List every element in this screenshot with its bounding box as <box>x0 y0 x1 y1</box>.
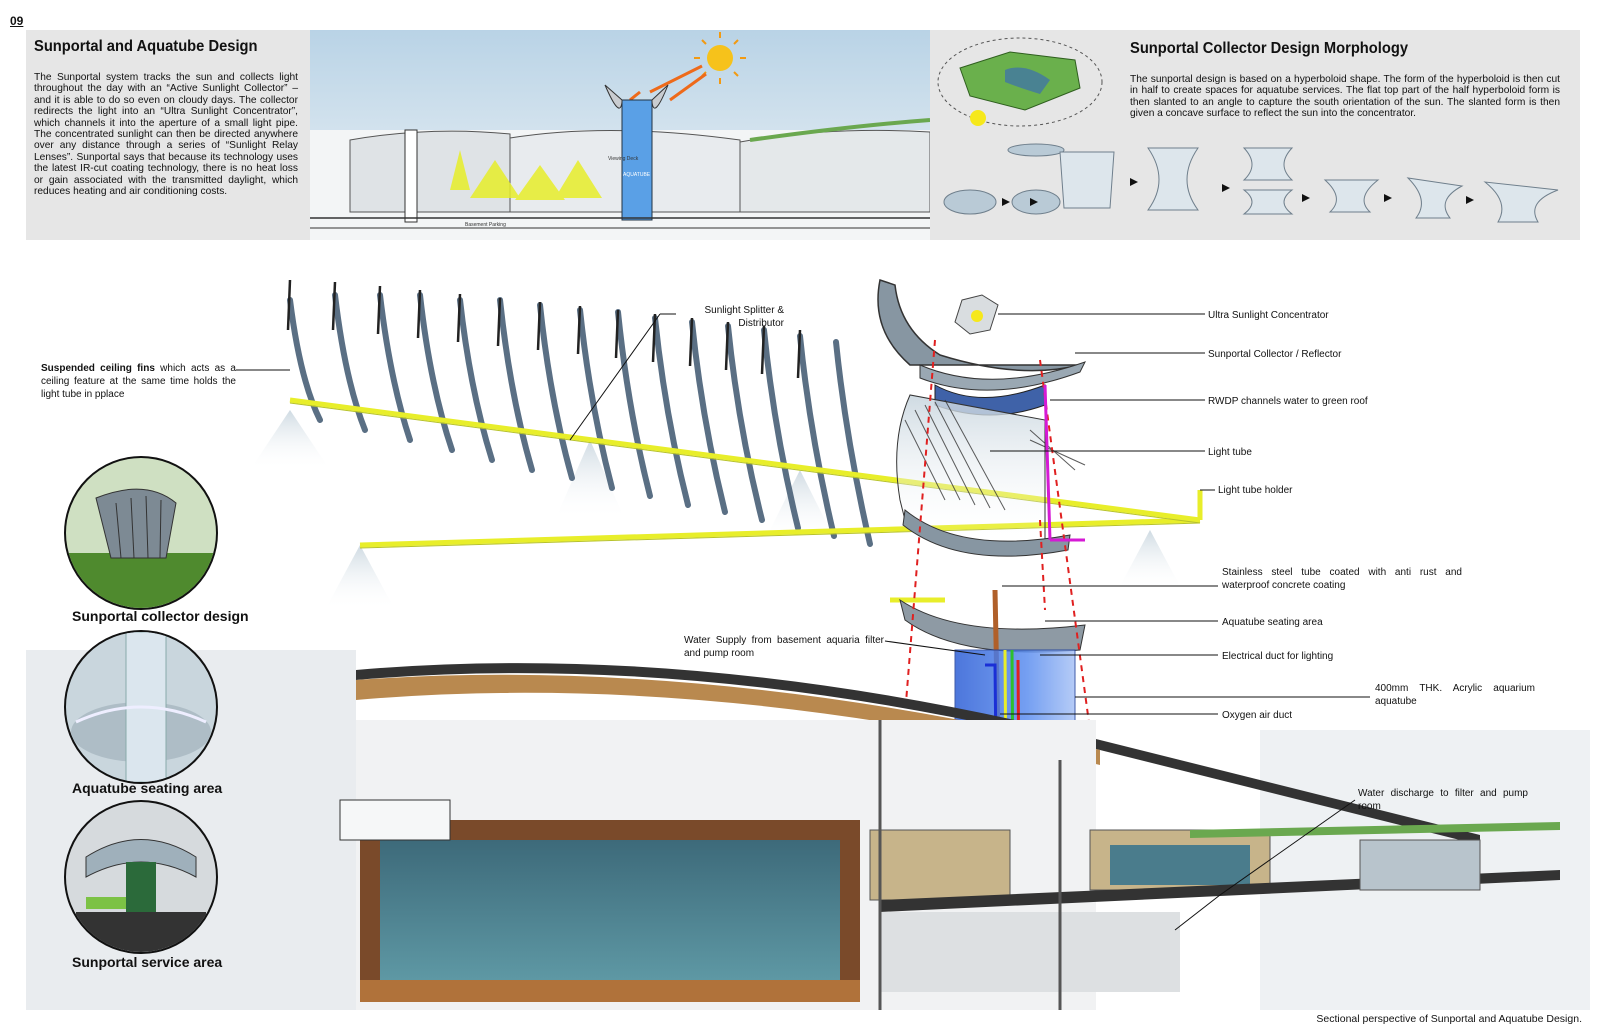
page-number: 09 <box>10 14 24 28</box>
inset-service-area <box>64 800 218 954</box>
callout-light-tube: Light tube <box>1208 447 1252 458</box>
inset-aquatube-seating <box>64 630 218 784</box>
callout-light-tube-holder: Light tube holder <box>1218 485 1293 496</box>
callout-suspended-fins-bold: Suspended ceiling fins <box>41 363 155 374</box>
inset-caption-collector: Sunportal collector design <box>72 608 249 624</box>
stainless-tube <box>992 589 1005 941</box>
site-orbit-diagram <box>937 37 1103 127</box>
callout-electrical-duct: Electrical duct for lighting <box>1222 651 1334 662</box>
step-arrows <box>1002 178 1474 206</box>
inset-caption-service: Sunportal service area <box>72 954 223 970</box>
callout-stainless-tube: Stainless steel tube coated with anti ru… <box>1222 567 1462 591</box>
viewing-deck-label: Viewing Deck <box>608 156 639 162</box>
callout-acrylic-aquarium: 400mm THK. Acrylic aquarium aquatube <box>1375 683 1535 707</box>
building-section <box>339 663 1560 1010</box>
inset-collector-design <box>64 456 218 610</box>
morphology-title: Sunportal Collector Design Morphology <box>1130 40 1409 57</box>
callout-sunlight-splitter: Sunlight Splitter & Distributor <box>704 305 785 329</box>
intro-panel: Sunportal and Aquatube Design The Sunpor… <box>26 30 310 240</box>
figure-caption: Sectional perspective of Sunportal and A… <box>1316 1013 1582 1025</box>
building-section-drawing: Basement Parking AQUATUBE Viewing Deck <box>310 30 930 240</box>
concentrator-cube <box>954 294 999 335</box>
basement-aquarium <box>360 820 860 1000</box>
callout-water-supply: Water Supply from basement aquaria filte… <box>684 635 884 659</box>
callout-collector-reflector: Sunportal Collector / Reflector <box>1208 349 1342 360</box>
light-cones <box>450 150 602 200</box>
aquatube-section <box>604 84 669 221</box>
red-guide-lines <box>904 339 1093 746</box>
sun-ray-arrows <box>629 64 707 102</box>
morphology-steps <box>943 143 1559 223</box>
callout-aquatube-seating: Aquatube seating area <box>1222 617 1323 628</box>
callout-suspended-fins-text: which acts as a ceiling feature at the s… <box>41 363 236 400</box>
callout-oxygen-duct: Oxygen air duct <box>1222 710 1293 721</box>
intro-title: Sunportal and Aquatube Design <box>34 38 258 55</box>
morphology-panel: Sunportal Collector Design Morphology Th… <box>930 30 1580 240</box>
morphology-body: The sunportal design is based on a hyper… <box>1130 74 1560 120</box>
acrylic-aquatube <box>954 649 1076 941</box>
sunportal-collector <box>877 279 1086 653</box>
callout-leaders <box>236 313 1370 931</box>
intro-body: The Sunportal system tracks the sun and … <box>34 72 298 198</box>
inset-caption-aquatube: Aquatube seating area <box>72 780 223 796</box>
light-tube-network <box>289 397 1203 603</box>
callout-rwdp: RWDP channels water to green roof <box>1208 396 1368 407</box>
callout-ultra-concentrator: Ultra Sunlight Concentrator <box>1208 310 1329 321</box>
aquatube-label: AQUATUBE <box>623 172 651 178</box>
ceiling-fins <box>287 292 873 547</box>
callout-suspended-fins: Suspended ceiling fins which acts as a c… <box>41 362 236 401</box>
callout-water-discharge: Water discharge to filter and pump room <box>1358 788 1528 812</box>
basement-parking-label: Basement Parking <box>465 222 506 228</box>
rwdp-pipe <box>1043 384 1052 541</box>
light-cones-main <box>250 410 1182 610</box>
